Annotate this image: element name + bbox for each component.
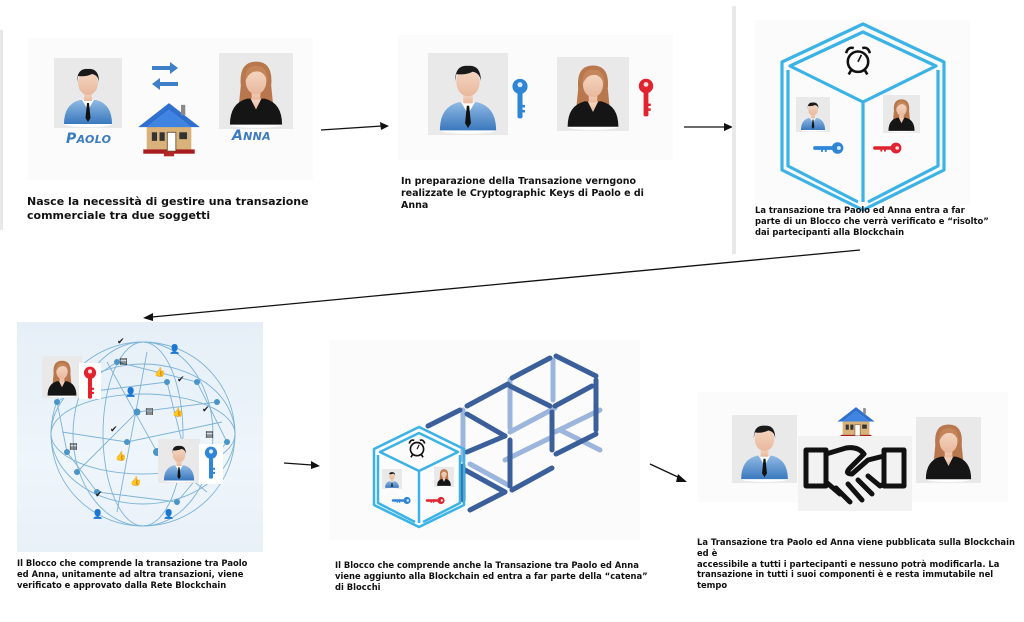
document-icon: ▤ <box>119 357 128 367</box>
anna-avatar-chain <box>434 467 454 487</box>
arrow-left-shape <box>152 78 178 90</box>
handshake-icon <box>803 445 907 505</box>
user-icon: 👤 <box>92 508 103 520</box>
paolo-avatar-network <box>158 439 200 483</box>
left-edge-bar <box>0 30 3 230</box>
paolo-avatar-step2 <box>428 53 508 135</box>
checkmark-icon: ✔ <box>177 375 185 385</box>
document-icon: ▤ <box>205 430 214 440</box>
paolo-avatar-chain <box>382 469 402 489</box>
step-4-caption: Il Blocco che comprende la transazione t… <box>17 558 248 590</box>
checkmark-icon: ✔ <box>202 405 210 415</box>
checkmark-icon: ✔ <box>117 337 125 347</box>
anna-avatar-network <box>42 356 82 398</box>
anna-avatar-final <box>916 417 981 483</box>
document-icon: ▤ <box>69 442 78 452</box>
step-1-caption: Nasce la necessità di gestire una transa… <box>27 195 309 223</box>
user-icon: 👤 <box>169 343 180 355</box>
anna-avatar-step2 <box>557 57 629 131</box>
paolo-avatar-block <box>796 97 830 132</box>
house-icon-final <box>837 406 875 440</box>
checkmark-icon: ✔ <box>95 490 103 500</box>
step-6-caption: La Transazione tra Paolo ed Anna viene p… <box>697 537 1015 590</box>
thumbs-up-icon: 👍 <box>172 406 183 418</box>
block-cube-icon <box>780 22 946 212</box>
paolo-name-label: PAOLO <box>66 131 112 147</box>
checkmark-icon: ✔ <box>110 425 118 435</box>
user-icon: 👤 <box>125 386 136 398</box>
step-2-caption: In preparazione della Transazione verngo… <box>401 176 644 212</box>
anna-name-label: ANNA <box>232 128 271 144</box>
paolo-avatar-final <box>732 415 797 483</box>
document-icon: ▤ <box>145 407 154 417</box>
step-3-caption: La transazione tra Paolo ed Anna entra a… <box>755 205 989 237</box>
user-icon: 👤 <box>163 508 174 520</box>
thumbs-up-icon: 👍 <box>154 366 165 378</box>
paolo-avatar <box>54 58 122 128</box>
arrow-right-shape <box>152 62 178 74</box>
anna-avatar-block <box>883 95 920 133</box>
step-5-caption: Il Blocco che comprende anche la Transaz… <box>335 560 648 592</box>
exchange-arrows-icon <box>152 62 178 90</box>
block-cube-icon-chain <box>372 425 466 529</box>
thumbs-up-icon: 👍 <box>130 475 141 487</box>
step-3-divider-bar <box>732 6 736 254</box>
anna-avatar <box>219 53 293 129</box>
thumbs-up-icon: 👍 <box>115 450 126 462</box>
